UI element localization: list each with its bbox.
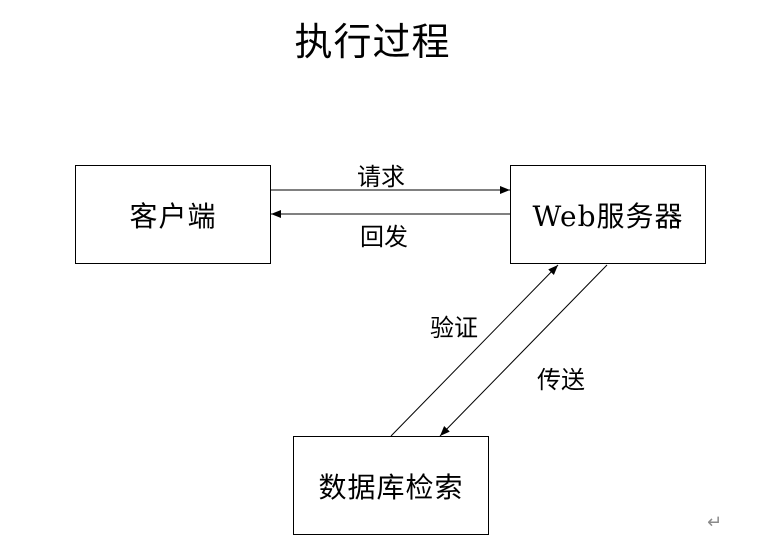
diagram-title: 执行过程 xyxy=(294,20,451,64)
web-server-node-label: Web服务器 xyxy=(532,199,684,233)
paragraph-return-icon: ↵ xyxy=(707,512,723,533)
verify-label: 验证 xyxy=(430,314,478,342)
request-label: 请求 xyxy=(357,163,405,191)
arrow-transfer xyxy=(439,264,608,437)
client-node-label: 客户端 xyxy=(129,199,217,233)
database-node: 数据库检索 xyxy=(293,436,489,535)
client-node: 客户端 xyxy=(75,165,271,264)
arrow-verify xyxy=(390,264,559,437)
response-label: 回发 xyxy=(360,223,408,251)
web-server-node: Web服务器 xyxy=(510,165,706,264)
transfer-label: 传送 xyxy=(537,366,585,394)
database-node-label: 数据库检索 xyxy=(318,470,464,504)
